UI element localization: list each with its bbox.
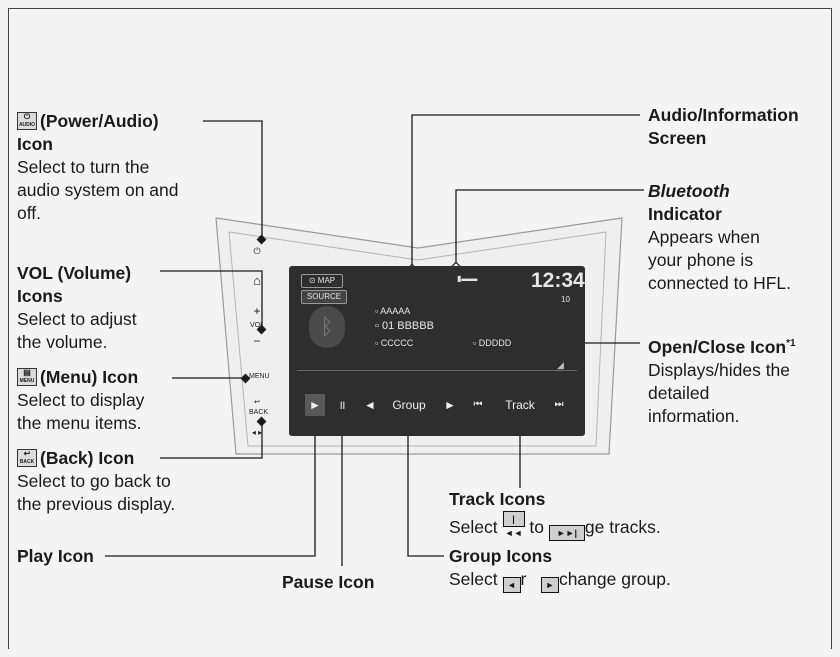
map-button[interactable]: ⊙ MAP bbox=[301, 274, 343, 288]
track-prev-icon-ref: |◄◄ bbox=[502, 511, 525, 538]
info-line-4: ▫ DDDDD bbox=[473, 338, 512, 348]
side-tune-knob[interactable]: ◂ ▸ bbox=[249, 428, 265, 438]
audio-information-screen: ⊙ MAP SOURCE ▮▬▬ 12:34 10 ᛒ ▫ AAAAA ▫ 01… bbox=[289, 266, 585, 436]
side-menu-button[interactable]: MENU bbox=[249, 373, 270, 380]
group-next-icon: ► bbox=[444, 398, 456, 412]
bluetooth-icon: ᛒ bbox=[309, 306, 345, 348]
side-vol-down-button[interactable]: − bbox=[249, 334, 265, 348]
source-button[interactable]: SOURCE bbox=[301, 290, 347, 304]
menu-icon: ▤MENU bbox=[17, 368, 37, 386]
back-icon: ↩BACK bbox=[17, 449, 37, 467]
group-prev-icon-ref: ◄ bbox=[502, 577, 521, 593]
info-line-1: ▫ AAAAA bbox=[375, 306, 411, 316]
power-icon: ⏻ bbox=[253, 246, 261, 256]
tune-icon: ◂ ▸ bbox=[251, 428, 263, 437]
group-next-icon-ref: ► bbox=[540, 577, 559, 593]
plus-icon: + bbox=[253, 304, 261, 318]
back-label: ↩BACK(Back) Icon Select to go back to th… bbox=[17, 448, 176, 514]
pause-label: Pause Icon bbox=[282, 572, 375, 592]
track-next-icon-ref: ►►| bbox=[548, 525, 585, 541]
volume-label: VOL (Volume) Icons Select to adjust the … bbox=[17, 263, 137, 352]
track-number: 10 bbox=[561, 295, 570, 304]
track-next-icon: ⏭ bbox=[554, 399, 564, 410]
group-prev-button[interactable]: ◄ bbox=[362, 394, 378, 416]
info-line-3: ▫ CCCCC bbox=[375, 338, 414, 348]
pause-icon: ॥ bbox=[338, 398, 346, 412]
clock: 12:34 bbox=[531, 269, 585, 292]
track-icons-label: Track Icons Select |◄◄ to ►►|ge tracks. bbox=[449, 488, 829, 541]
pause-button[interactable]: ॥ bbox=[332, 394, 352, 416]
home-icon: ⌂ bbox=[253, 273, 261, 288]
track-next-button[interactable]: ⏭ bbox=[549, 394, 569, 416]
group-icons-label: Group Icons Select ◄r ►change group. bbox=[449, 545, 829, 593]
track-prev-icon: ⏮ bbox=[473, 399, 483, 410]
play-icon: ► bbox=[309, 398, 321, 412]
bluetooth-label: Bluetooth Indicator Appears when your ph… bbox=[648, 181, 791, 293]
menu-label: ▤MENU(Menu) Icon Select to display the m… bbox=[17, 367, 145, 433]
leader-dots bbox=[240, 234, 267, 427]
info-line-2: ▫ 01 BBBBB bbox=[375, 320, 434, 332]
bluetooth-status-icon: ▮▬▬ bbox=[457, 274, 478, 283]
track-prev-button[interactable]: ⏮ bbox=[468, 394, 488, 416]
side-power-audio-button[interactable]: ⏻ bbox=[249, 246, 265, 256]
side-back-button[interactable]: ↩BACK bbox=[249, 399, 269, 416]
group-label: Group bbox=[392, 398, 426, 412]
side-vol-up-button[interactable]: + bbox=[249, 304, 265, 318]
side-vol-label: VOL bbox=[249, 322, 264, 329]
power-audio-icon: ⏻AUDIO bbox=[17, 112, 37, 130]
power-audio-label: ⏻AUDIO(Power/Audio) Icon Select to turn … bbox=[17, 111, 179, 223]
side-home-button[interactable]: ⌂ bbox=[249, 273, 265, 288]
minus-icon: − bbox=[253, 334, 261, 348]
group-prev-icon: ◄ bbox=[364, 398, 376, 412]
open-close-label: Open/Close Icon*1 Displays/hides the det… bbox=[648, 336, 796, 426]
divider bbox=[297, 370, 577, 371]
open-close-icon[interactable]: ◢ bbox=[557, 360, 564, 370]
group-next-button[interactable]: ► bbox=[442, 394, 458, 416]
head-unit-inner bbox=[228, 231, 607, 447]
back-arrow-icon: ↩ bbox=[254, 399, 260, 406]
play-button[interactable]: ► bbox=[305, 394, 325, 416]
play-label: Play Icon bbox=[17, 546, 94, 566]
audio-screen-label: Audio/Information Screen bbox=[648, 105, 799, 148]
track-label: Track bbox=[505, 398, 535, 412]
map-icon: ⊙ bbox=[308, 276, 318, 285]
